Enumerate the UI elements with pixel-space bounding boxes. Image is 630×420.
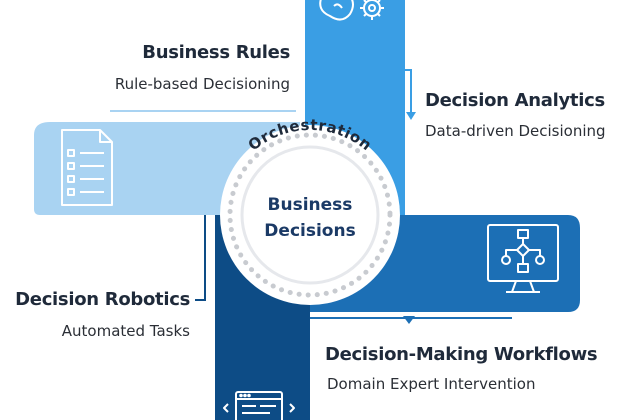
business-rules-title: Business Rules — [142, 42, 290, 63]
decision-analytics-subtitle: Data-driven Decisioning — [425, 122, 606, 140]
center-title-line1: Business — [268, 195, 353, 215]
monitor-flowchart-icon — [487, 224, 559, 293]
connector-decision-robotics — [195, 215, 206, 301]
center-dotted-ring — [227, 132, 393, 298]
center-title-line2: Decisions — [264, 221, 355, 241]
arrow-decision-analytics — [406, 112, 416, 120]
checklist-document-icon — [61, 129, 113, 206]
decision-analytics-title: Decision Analytics — [425, 90, 605, 111]
arrow-workflows — [403, 316, 415, 324]
decision-robotics-subtitle: Automated Tasks — [61, 322, 190, 340]
brain-gear-icon — [319, 0, 384, 21]
decision-robotics-title: Decision Robotics — [15, 289, 190, 310]
connector-decision-analytics — [405, 69, 412, 112]
business-rules-subtitle: Rule-based Decisioning — [114, 75, 290, 93]
decision-workflows-subtitle: Domain Expert Intervention — [327, 375, 536, 393]
code-window-icon — [223, 391, 295, 420]
decision-workflows-title: Decision-Making Workflows — [325, 344, 598, 365]
center-inner-disc — [248, 153, 372, 277]
